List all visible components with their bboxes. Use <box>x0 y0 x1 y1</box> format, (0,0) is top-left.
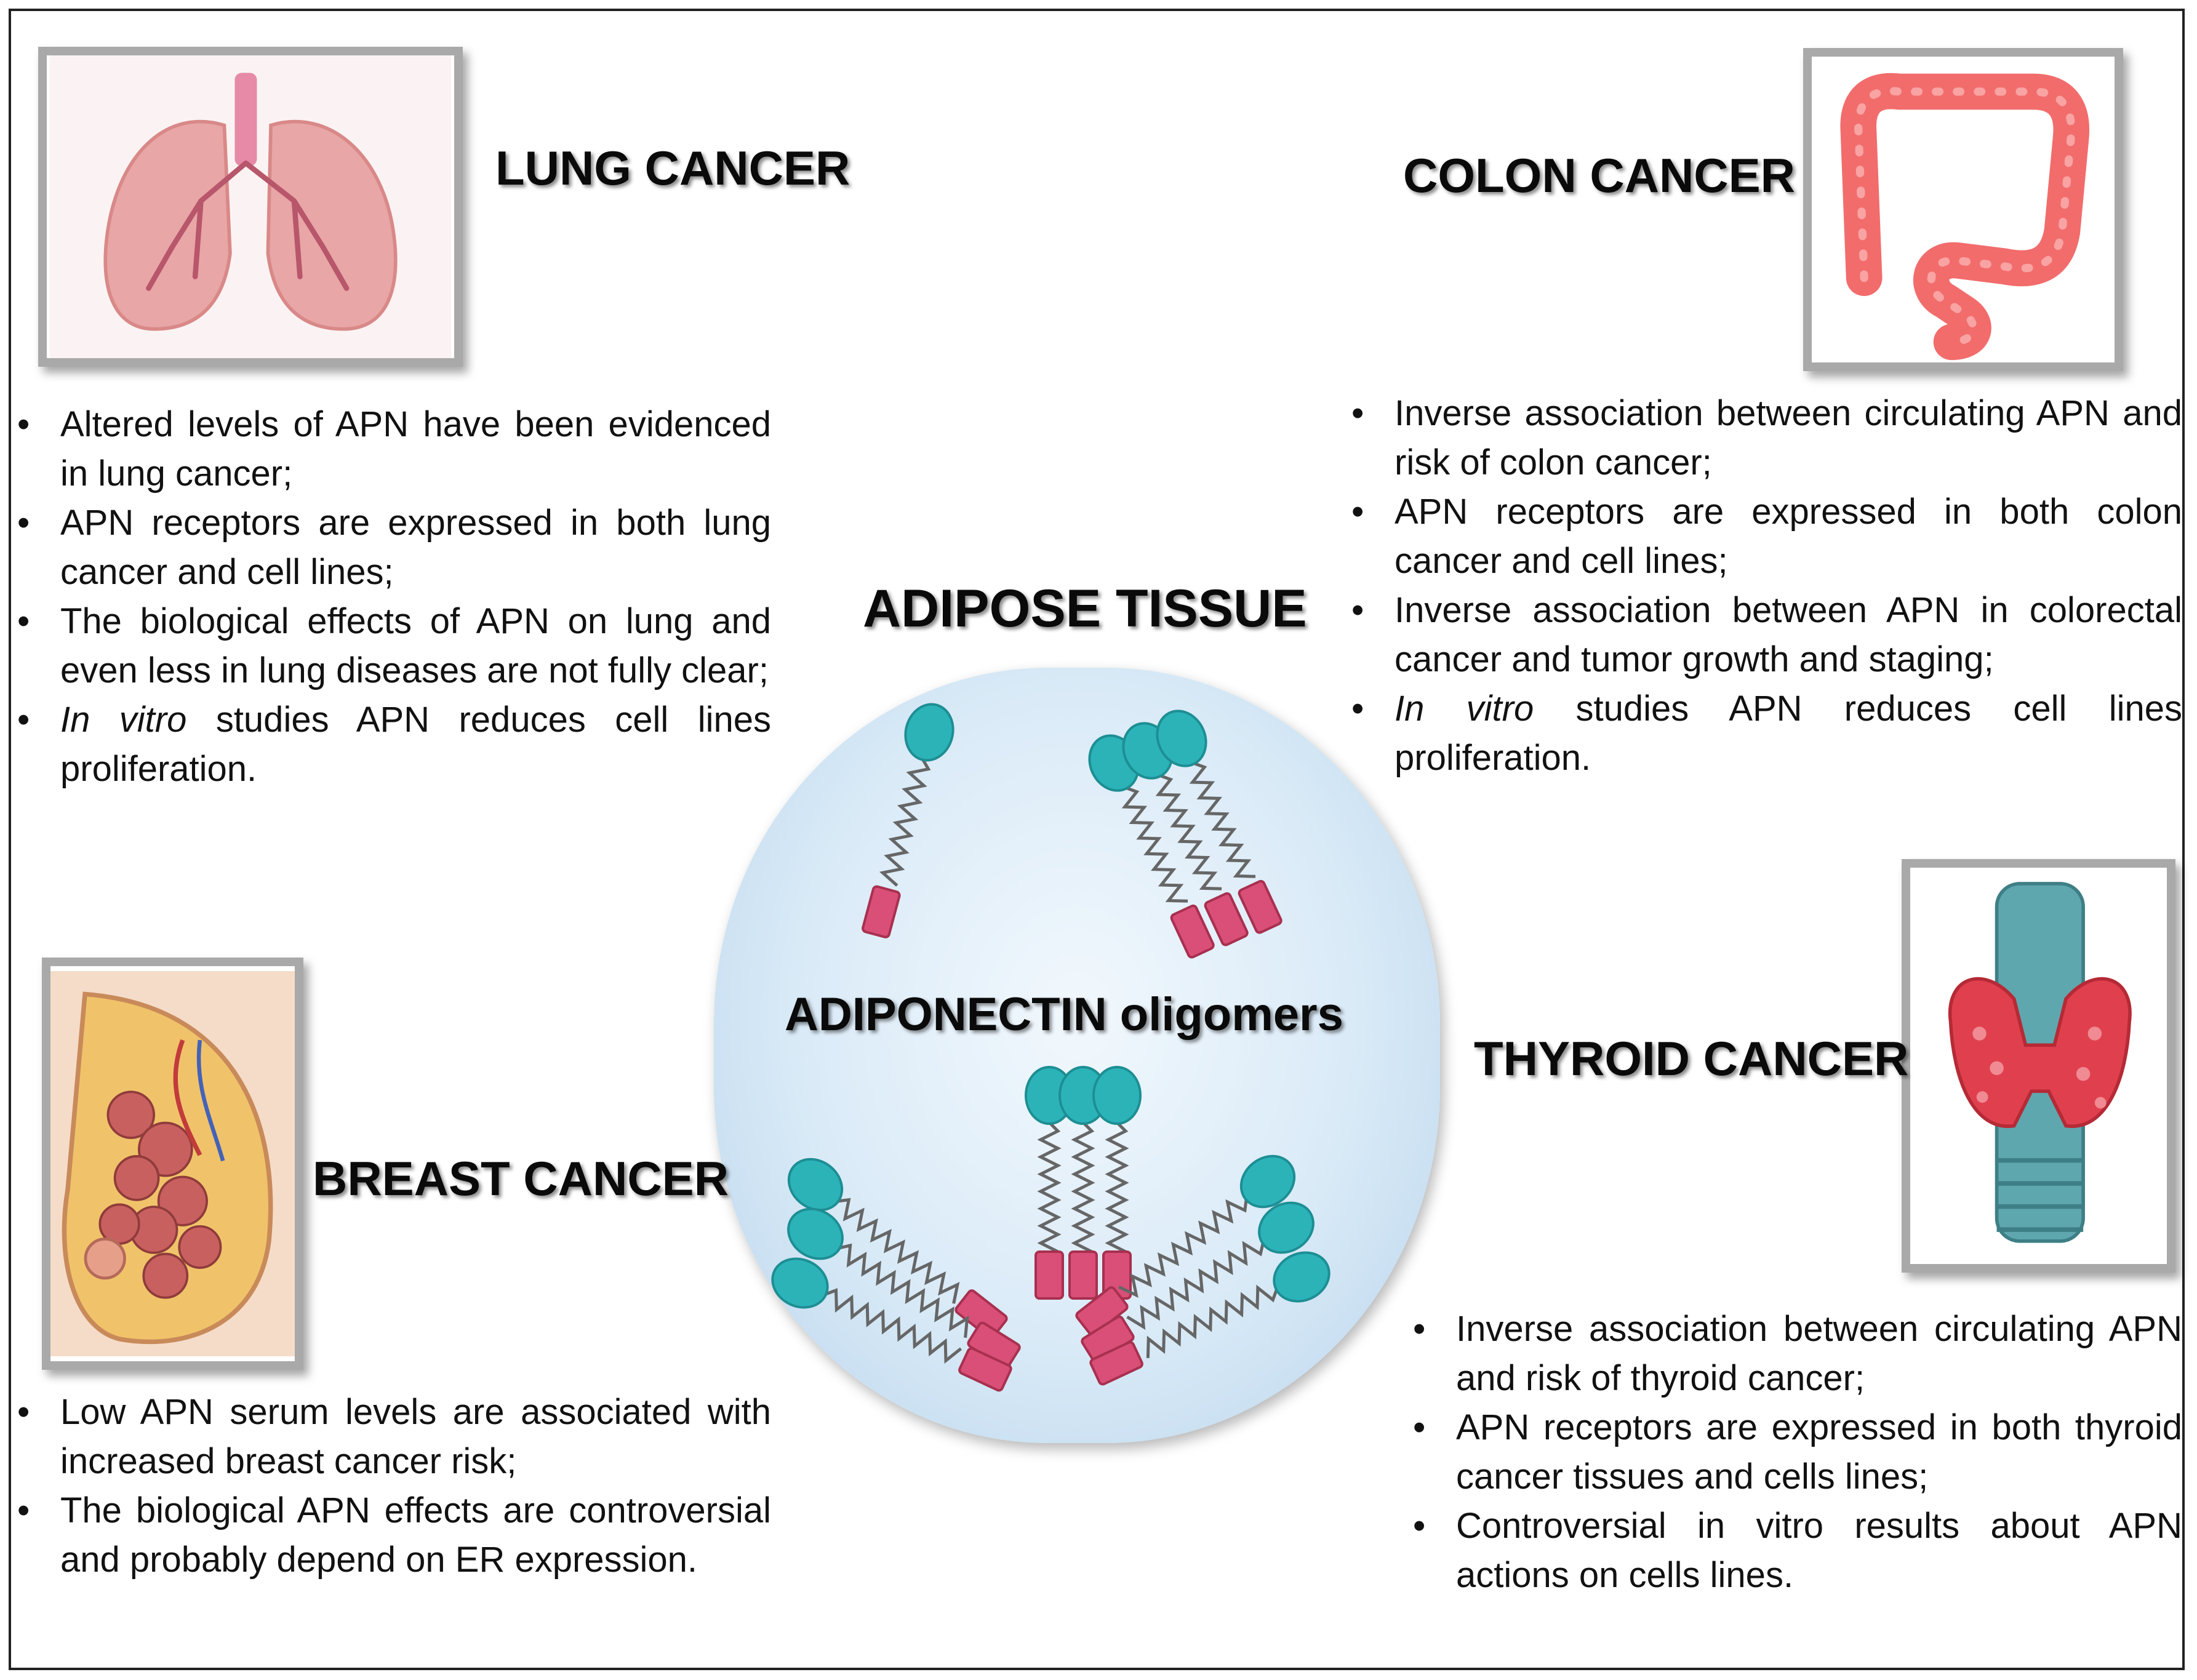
italic-prefix: In vitro <box>1395 689 1534 729</box>
adipose-tissue-title: ADIPOSE TISSUE <box>863 579 1307 638</box>
adiponectin-monomer <box>1075 1154 1296 1336</box>
lung-bullet-list: Altered levels of APN have been evidence… <box>17 400 771 794</box>
list-item: Inverse association between circulating … <box>1351 389 2182 487</box>
list-item: Controversial in vitro results about APN… <box>1413 1502 2182 1600</box>
colon-cancer-heading: COLON CANCER <box>1403 148 1795 202</box>
lung-image <box>38 47 463 367</box>
thyroid-image <box>1902 859 2175 1273</box>
figure-frame <box>9 9 2185 1670</box>
list-item: In vitro studies APN reduces cell lines … <box>1351 684 2182 783</box>
adiponectin-monomer <box>1025 1066 1074 1300</box>
list-item: Low APN serum levels are associated with… <box>17 1388 771 1486</box>
colon-bullet-list: Inverse association between circulating … <box>1351 389 2182 783</box>
breast-cancer-heading: BREAST CANCER <box>313 1151 729 1206</box>
list-item: The biological APN effects are controver… <box>17 1486 771 1585</box>
breast-bullet-list: Low APN serum levels are associated with… <box>17 1388 771 1585</box>
list-item: APN receptors are expressed in both colo… <box>1351 487 2182 586</box>
list-item: APN receptors are expressed in both lung… <box>17 498 771 597</box>
list-item: The biological effects of APN on lung an… <box>17 597 771 695</box>
adiponectin-monomer <box>787 1158 1008 1339</box>
adiponectin-monomer <box>1156 710 1283 934</box>
list-item: In vitro studies APN reduces cell lines … <box>17 695 771 794</box>
list-item: Altered levels of APN have been evidence… <box>17 400 771 498</box>
list-item: APN receptors are expressed in both thyr… <box>1413 1403 2182 1502</box>
adiponectin-monomer <box>862 703 954 938</box>
adiponectin-oligomers-label: ADIPONECTIN oligomers <box>785 988 1343 1041</box>
breast-icon <box>50 971 295 1356</box>
adiponectin-monomer <box>1122 722 1249 946</box>
adiponectin-monomer <box>787 1207 1021 1369</box>
list-item: Inverse association between APN in color… <box>1351 586 2182 684</box>
colon-icon <box>1812 57 2115 362</box>
lung-cancer-heading: LUNG CANCER <box>495 141 850 195</box>
adiponectin-monomer <box>1092 1066 1142 1300</box>
thyroid-icon <box>1910 872 2167 1260</box>
italic-prefix: In vitro <box>60 700 187 740</box>
list-item: Inverse association between circulating … <box>1413 1305 2182 1403</box>
adiponectin-monomer <box>1058 1066 1108 1300</box>
thyroid-bullet-list: Inverse association between circulating … <box>1413 1305 2182 1600</box>
lungs-icon <box>49 55 452 358</box>
thyroid-cancer-heading: THYROID CANCER <box>1474 1031 1909 1086</box>
colon-image <box>1803 48 2123 371</box>
breast-image <box>42 958 303 1370</box>
adiponectin-monomer <box>771 1257 1012 1392</box>
adiponectin-monomer <box>1081 1201 1315 1363</box>
adiponectin-oligomers-illustration <box>771 703 1331 1392</box>
adiponectin-monomer <box>1089 1251 1331 1386</box>
